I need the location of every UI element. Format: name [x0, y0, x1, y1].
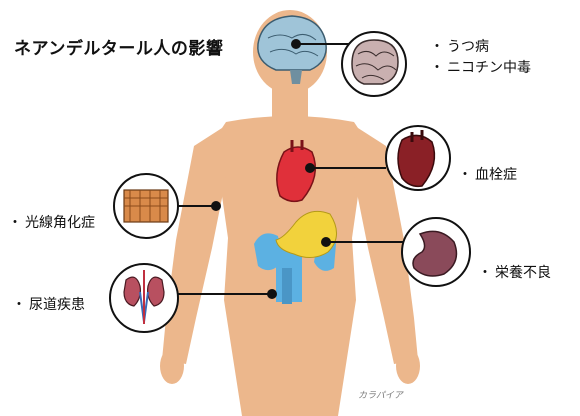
stomach-organ: [275, 210, 337, 258]
brain-callout: [341, 31, 407, 97]
effect-label-text: 血栓症: [475, 167, 517, 183]
page-title: ネアンデルタール人の影響: [14, 39, 224, 59]
effect-label-urinary-disease: ・尿道疾患: [12, 294, 85, 314]
heart-callout: [385, 125, 451, 191]
effect-label-nicotine-addiction: ・ニコチン中毒: [430, 57, 531, 77]
skin-icon: [123, 189, 169, 223]
heart-icon: [397, 130, 436, 188]
stomach-icon: [412, 230, 458, 277]
effect-label-text: ニコチン中毒: [447, 60, 531, 76]
bullet-mark: ・: [430, 60, 444, 76]
effect-label-malnutrition: ・栄養不良: [478, 262, 551, 282]
effect-label-thrombosis: ・血栓症: [458, 164, 517, 184]
effect-label-actinic-keratosis: ・光線角化症: [8, 212, 95, 232]
effect-label-text: うつ病: [447, 39, 489, 55]
stomach-callout: [401, 217, 471, 287]
bullet-mark: ・: [430, 39, 444, 55]
kidney-icon: [123, 270, 165, 324]
kidney-callout: [109, 263, 179, 333]
brain-icon: [351, 39, 399, 85]
bullet-mark: ・: [458, 167, 472, 183]
skin-callout: [113, 173, 179, 239]
bullet-mark: ・: [8, 215, 22, 231]
pointer-dots: [211, 39, 331, 299]
bullet-mark: ・: [12, 297, 26, 313]
source-credit: カラパイア: [358, 391, 403, 401]
effect-label-text: 栄養不良: [495, 265, 551, 281]
effect-label-text: 尿道疾患: [29, 297, 85, 313]
bullet-mark: ・: [478, 265, 492, 281]
effect-label-text: 光線角化症: [25, 215, 95, 231]
effect-label-depression: ・うつ病: [430, 36, 489, 56]
heart-organ: [276, 140, 317, 203]
